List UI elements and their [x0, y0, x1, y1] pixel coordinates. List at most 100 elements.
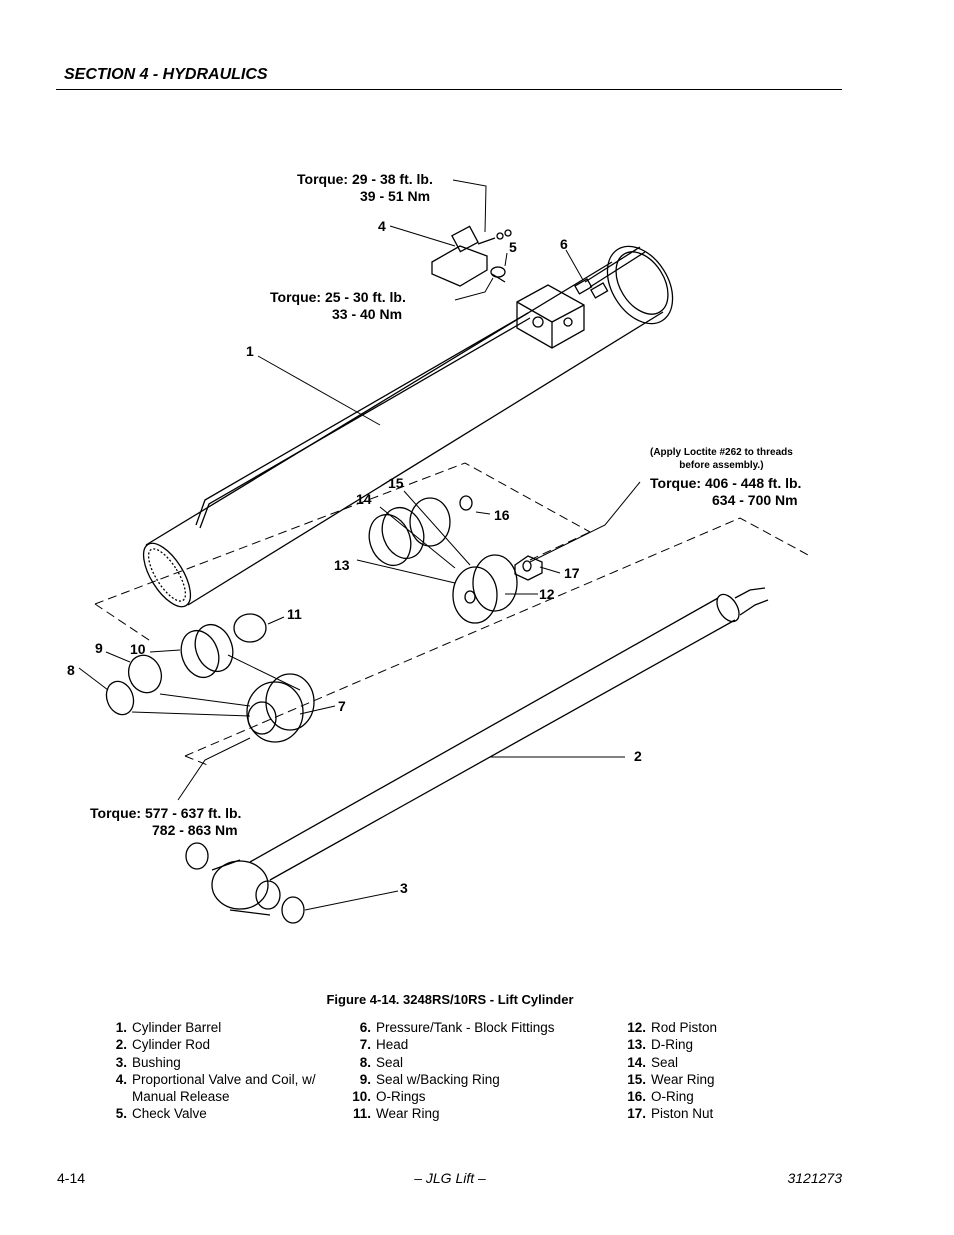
legend-item-text: Cylinder Barrel — [132, 1020, 222, 1035]
proportional-valve — [431, 225, 512, 287]
callout-9: 9 — [95, 640, 103, 656]
legend-item: 11. Wear Ring — [349, 1105, 555, 1122]
legend-item: 13. D-Ring — [624, 1036, 717, 1053]
header-rule — [56, 89, 842, 90]
legend-item-text: Wear Ring — [376, 1106, 440, 1122]
legend-item: 4. Proportional Valve and Coil, w/ — [105, 1071, 316, 1088]
legend-item: 9. Seal w/Backing Ring — [349, 1071, 555, 1088]
torque-note-piston-nut: Torque: 406 - 448 ft. lb. 634 - 700 Nm — [650, 475, 801, 509]
block-fittings — [574, 278, 609, 299]
section-header: SECTION 4 - HYDRAULICS — [64, 66, 268, 83]
callout-11: 11 — [287, 606, 302, 622]
torque-note-check-valve: Torque: 25 - 30 ft. lb. 33 - 40 Nm — [270, 289, 406, 323]
figure-caption: Figure 4-14. 3248RS/10RS - Lift Cylinder — [326, 992, 574, 1007]
legend-item: 12. Rod Piston — [624, 1019, 717, 1036]
bushings — [185, 842, 305, 924]
legend-item-text: Seal — [651, 1054, 679, 1070]
document-number: 3121273 — [787, 1170, 842, 1186]
legend-item-text: Seal — [376, 1054, 404, 1070]
legend-item-text: Check Valve — [132, 1106, 207, 1122]
cylinder-barrel — [142, 245, 674, 608]
legend-item-text: Piston Nut — [651, 1106, 714, 1122]
legend-item: 16. O-Ring — [624, 1088, 717, 1105]
legend-item-text: Cylinder Rod — [132, 1037, 211, 1053]
legend-item-number: 3. — [115, 1054, 127, 1070]
legend-item: Manual Release — [105, 1088, 316, 1105]
legend-item-number: 15. — [627, 1071, 646, 1087]
legend-item-number: 16. — [627, 1089, 646, 1105]
callout-4: 4 — [378, 218, 386, 234]
legend-item-text: D-Ring — [651, 1037, 694, 1053]
legend-item: 7.Head — [349, 1036, 555, 1053]
legend-item: 3. Bushing — [105, 1054, 316, 1071]
legend-item-number: 13. — [627, 1037, 646, 1053]
callout-8: 8 — [67, 662, 75, 678]
rod-piston — [452, 554, 518, 624]
legend-item-number: 1. — [115, 1020, 127, 1035]
legend-item: 2. Cylinder Rod — [105, 1036, 316, 1053]
torque-head-line1: Torque: 577 - 637 ft. lb. — [90, 805, 242, 821]
legend-item: 5. Check Valve — [105, 1105, 316, 1122]
legend-item-text: Proportional Valve and Coil, w/ — [132, 1071, 316, 1087]
callout-3: 3 — [400, 880, 408, 896]
torque-note-head: Torque: 577 - 637 ft. lb. 782 - 863 Nm — [90, 805, 241, 839]
callout-7: 7 — [338, 698, 346, 714]
legend-item: 10.O-Rings — [349, 1088, 555, 1105]
legend-item-number: 8. — [359, 1054, 371, 1070]
callout-1: 1 — [246, 343, 254, 359]
rings-and-seals — [105, 495, 543, 716]
legend-item-number: 2. — [115, 1037, 127, 1053]
torque-note-valve: Torque: 29 - 38 ft. lb. 39 - 51 Nm — [297, 171, 433, 205]
callout-10: 10 — [130, 641, 146, 657]
legend-item-number: 11. — [352, 1106, 371, 1122]
legend-item-text: O-Ring — [651, 1089, 694, 1105]
legend-item: 15. Wear Ring — [624, 1071, 717, 1088]
legend-item-text: Head — [376, 1037, 409, 1053]
callout-2: 2 — [634, 748, 642, 764]
page-number: 4-14 — [57, 1170, 86, 1186]
legend-item: 8. Seal — [349, 1054, 555, 1071]
footer-brand: – JLG Lift – — [414, 1170, 486, 1186]
callout-13: 13 — [334, 557, 350, 573]
loctite-line2: before assembly.) — [679, 460, 764, 471]
callout-17: 17 — [564, 565, 580, 581]
callout-14: 14 — [356, 491, 372, 507]
torque-nut-line2: 634 - 700 Nm — [712, 492, 798, 508]
legend-item-text: Wear Ring — [651, 1071, 715, 1087]
callout-15: 15 — [388, 475, 404, 491]
legend-item: 6. Pressure/Tank - Block Fittings — [349, 1019, 555, 1036]
torque-check-line1: Torque: 25 - 30 ft. lb. — [270, 289, 406, 305]
legend-item-number: 12. — [627, 1020, 646, 1035]
callout-6: 6 — [560, 236, 568, 252]
torque-check-line2: 33 - 40 Nm — [332, 306, 403, 322]
loctite-line1: (Apply Loctite #262 to threads — [650, 447, 793, 458]
legend-item-number: 4. — [115, 1071, 127, 1087]
leader-lines — [78, 179, 641, 911]
dashed-guides — [94, 462, 811, 767]
legend-item-number: 17. — [627, 1106, 646, 1122]
loctite-note: (Apply Loctite #262 to threads before as… — [650, 446, 793, 472]
callout-12: 12 — [539, 586, 555, 602]
legend-item-number: 5. — [115, 1106, 127, 1122]
legend-item-text: Bushing — [132, 1054, 181, 1070]
legend-item-text: Seal w/Backing Ring — [376, 1071, 500, 1087]
lift-cylinder-diagram — [78, 179, 811, 924]
legend-item: 17. Piston Nut — [624, 1105, 717, 1122]
callout-5: 5 — [509, 239, 517, 255]
torque-valve-line2: 39 - 51 Nm — [360, 188, 431, 204]
check-valve — [490, 266, 506, 283]
head — [246, 673, 315, 743]
legend-item-number — [105, 1088, 127, 1105]
callout-16: 16 — [494, 507, 510, 523]
torque-nut-line1: Torque: 406 - 448 ft. lb. — [650, 475, 802, 491]
legend-item-text: Pressure/Tank - Block Fittings — [376, 1020, 555, 1035]
cylinder-rod — [211, 587, 769, 916]
legend-item-text: Rod Piston — [651, 1020, 718, 1035]
torque-valve-line1: Torque: 29 - 38 ft. lb. — [297, 171, 433, 187]
legend-item-number: 9. — [359, 1071, 371, 1087]
legend-item-number: 14. — [627, 1054, 646, 1070]
block-manifold — [516, 284, 585, 349]
legend-item-number: 6. — [359, 1020, 371, 1035]
legend-column-3: 12. Rod Piston 13. D-Ring 14. Seal 15. Wear Rin… — [624, 1019, 717, 1123]
